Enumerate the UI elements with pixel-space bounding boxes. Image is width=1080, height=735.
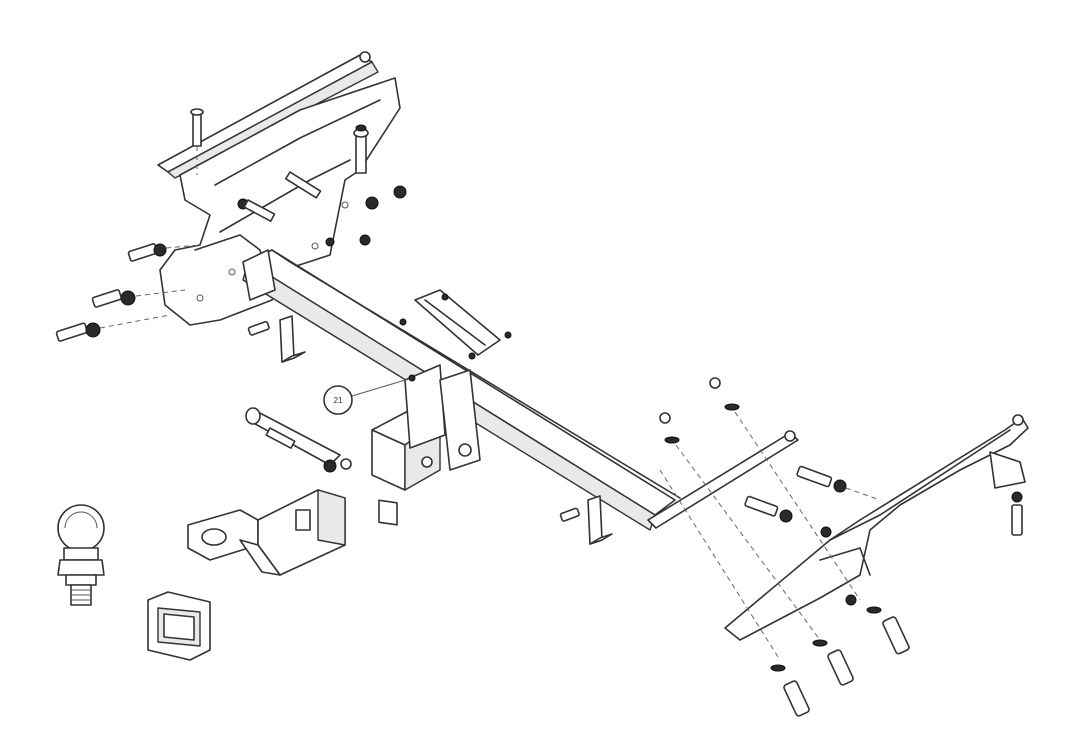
vertical-bolt-column-b [709, 377, 910, 655]
right-diagonal-strap [647, 430, 799, 529]
vertical-bolt-column-c [659, 469, 810, 717]
left-hanger-tab [247, 315, 306, 363]
receiver-collar [147, 591, 211, 661]
left-vertical-bolt [353, 124, 369, 174]
callout-21-label: 21 [334, 396, 343, 405]
right-hanger-tab [559, 495, 613, 545]
tow-ball [57, 504, 105, 606]
right-side-plate [724, 414, 1029, 641]
callout-21: 21 [323, 374, 416, 415]
right-side-bolts [744, 465, 881, 606]
left-top-strap [157, 51, 379, 179]
tow-ball-mount [187, 489, 346, 576]
center-mount-bracket [399, 289, 512, 360]
right-upper-bolt [1011, 491, 1023, 536]
left-upper-bolt [190, 108, 204, 175]
left-side-plate [159, 77, 401, 326]
receiver-hitch-box [371, 364, 481, 526]
left-horizontal-bolts [55, 243, 201, 342]
vertical-bolt-column-a [659, 412, 854, 686]
hitch-pin [245, 407, 352, 473]
left-side-nuts [237, 171, 407, 247]
